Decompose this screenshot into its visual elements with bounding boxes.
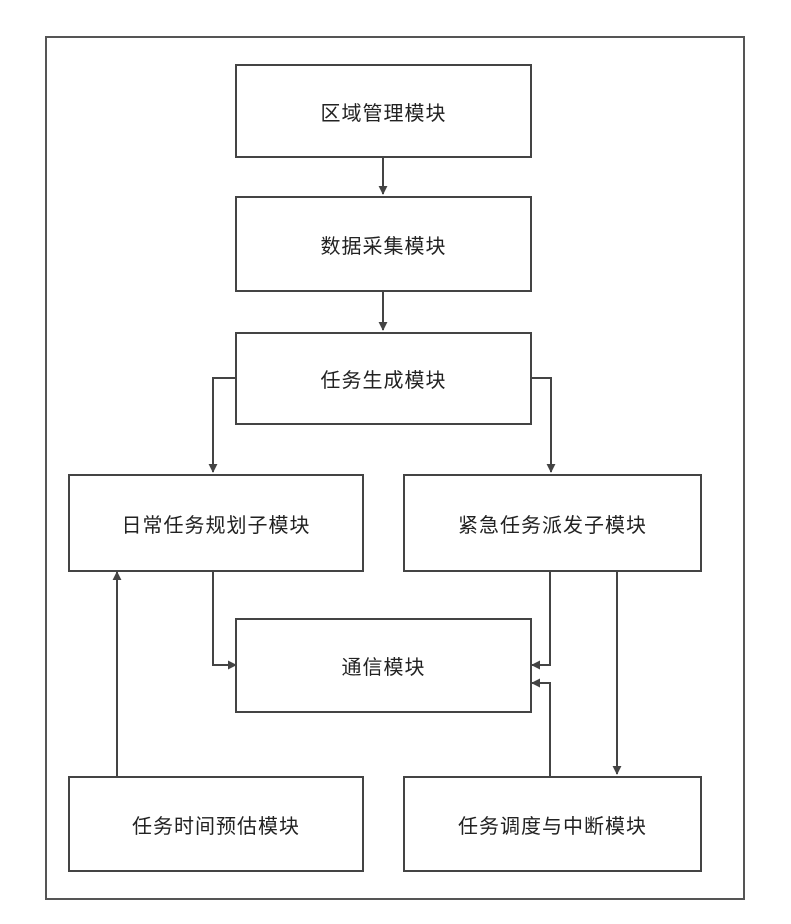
arrow-scheduling-to-comm xyxy=(532,683,550,776)
arrow-emergency-to-comm xyxy=(532,572,550,665)
arrow-taskgen-to-daily xyxy=(213,378,236,472)
emergency-task-dispatch-submodule: 紧急任务派发子模块 xyxy=(403,474,702,572)
daily-task-planning-submodule: 日常任务规划子模块 xyxy=(68,474,364,572)
data-collection-module: 数据采集模块 xyxy=(235,196,532,292)
communication-module: 通信模块 xyxy=(235,618,532,713)
region-management-module: 区域管理模块 xyxy=(235,64,532,158)
task-generation-module: 任务生成模块 xyxy=(235,332,532,425)
arrow-daily-to-comm xyxy=(213,572,236,665)
arrow-taskgen-to-emergency xyxy=(531,378,551,472)
task-scheduling-interrupt-module: 任务调度与中断模块 xyxy=(403,776,702,872)
task-time-estimation-module: 任务时间预估模块 xyxy=(68,776,364,872)
